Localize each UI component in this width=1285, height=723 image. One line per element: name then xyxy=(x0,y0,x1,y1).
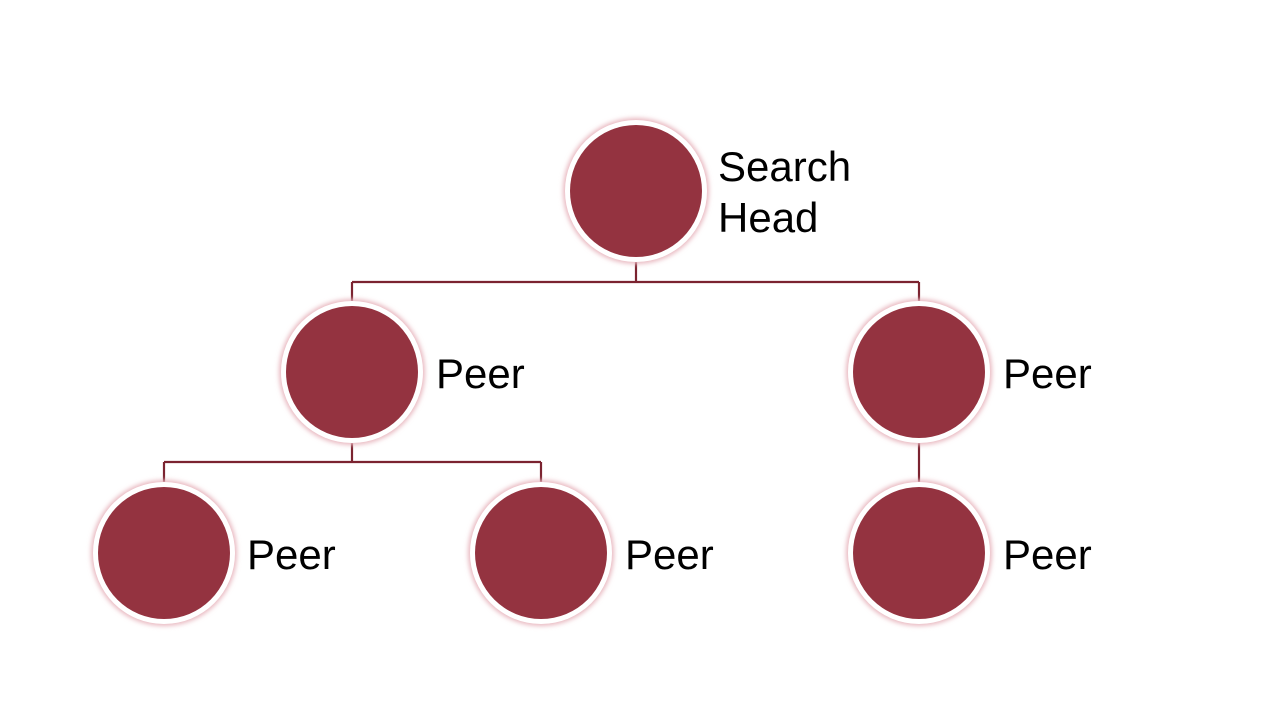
node-peer-1: Peer xyxy=(279,299,525,445)
node-peer-2: Peer xyxy=(846,299,1092,445)
node-circle xyxy=(570,125,702,257)
node-circle xyxy=(475,487,607,619)
node-label: Peer xyxy=(625,531,714,578)
connector-peer1-to-children xyxy=(162,440,543,485)
node-peer-5: Peer xyxy=(846,480,1092,626)
node-circle xyxy=(853,487,985,619)
node-peer-3: Peer xyxy=(91,480,336,626)
node-label-line-1: Search xyxy=(718,143,851,190)
node-label: Peer xyxy=(247,531,336,578)
node-search-head: Search Head xyxy=(563,118,851,264)
node-circle xyxy=(853,306,985,438)
node-peer-4: Peer xyxy=(468,480,714,626)
node-circle xyxy=(286,306,418,438)
connectors xyxy=(162,260,921,485)
connector-root-to-peers xyxy=(350,260,921,305)
node-label-line-2: Head xyxy=(718,194,818,241)
node-circle xyxy=(98,487,230,619)
node-label: Peer xyxy=(1003,350,1092,397)
node-label: Peer xyxy=(436,350,525,397)
node-label: Peer xyxy=(1003,531,1092,578)
